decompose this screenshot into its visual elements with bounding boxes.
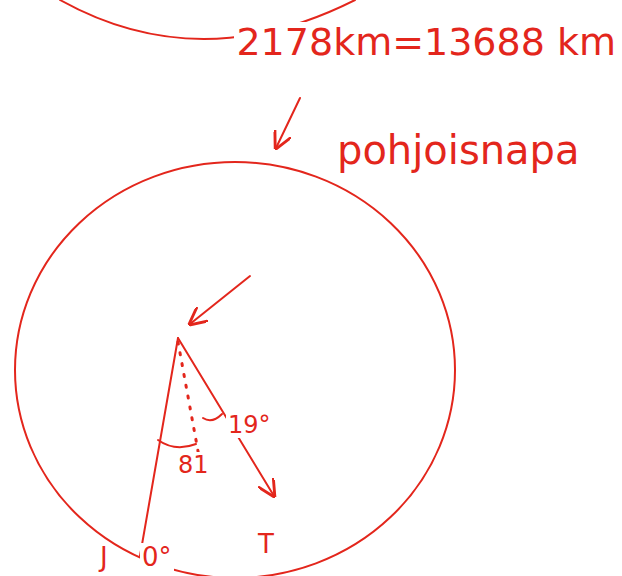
distance-note: 2178km=13688 km bbox=[234, 22, 618, 64]
place-name: pohjoisnapa bbox=[335, 128, 582, 172]
pointer-arrow bbox=[276, 98, 300, 148]
angle-label: 0° bbox=[140, 543, 174, 572]
angle-label: 81 bbox=[176, 452, 211, 478]
angle-arc bbox=[203, 414, 222, 420]
angle-label: J bbox=[98, 543, 110, 572]
earth-circle bbox=[15, 162, 455, 576]
angle-arc bbox=[158, 440, 196, 447]
pointer-arrow bbox=[190, 276, 250, 324]
angle-label: 19° bbox=[226, 412, 273, 438]
angle-label: T bbox=[256, 530, 276, 559]
